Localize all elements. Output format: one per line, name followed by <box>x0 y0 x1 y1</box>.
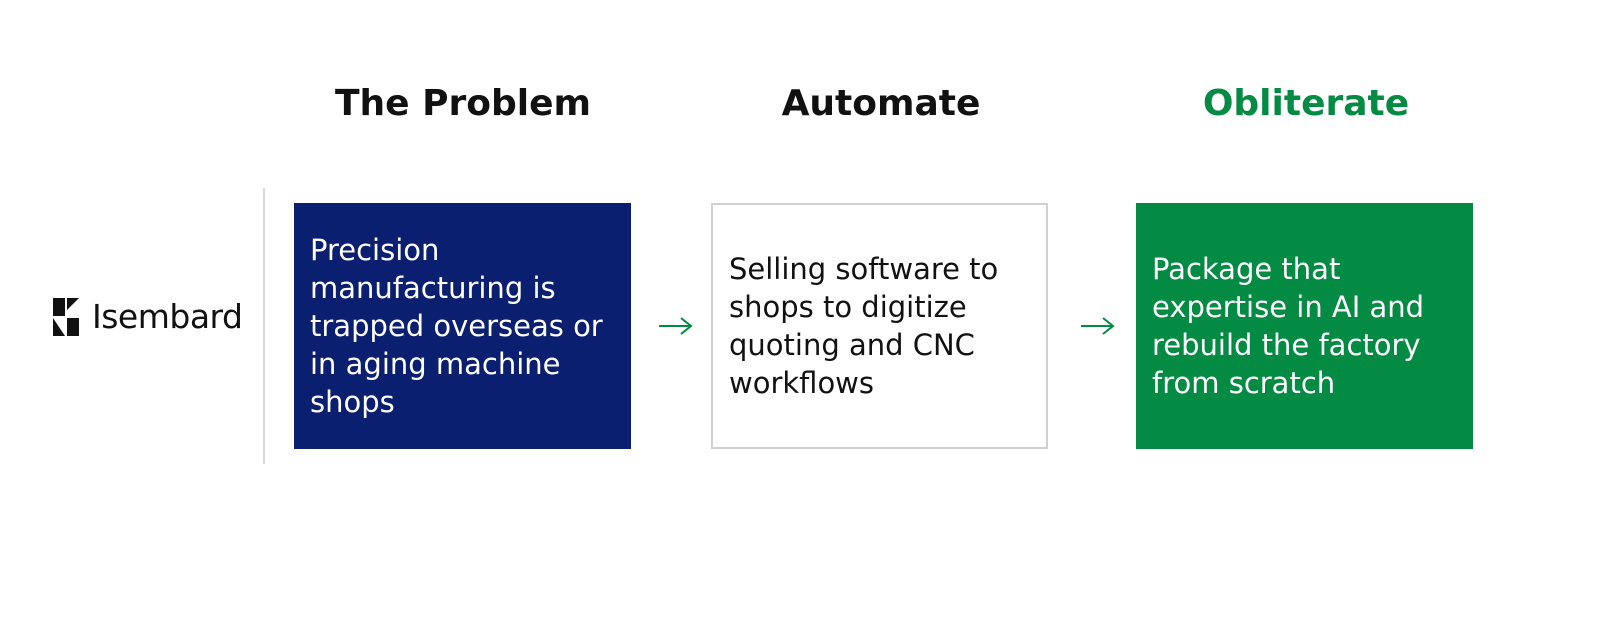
step-title-problem: The Problem <box>334 83 592 124</box>
logo-wordmark: Isembard <box>92 297 243 336</box>
step-text-problem: Precision manufacturing is trapped overs… <box>310 233 603 419</box>
step-text-obliterate: Package that expertise in AI and rebuild… <box>1152 252 1425 400</box>
isembard-logo: Isembard <box>53 297 243 337</box>
isembard-logo-mark-icon <box>53 298 79 336</box>
step-title-automate: Automate <box>781 83 981 124</box>
arrow-right-icon <box>1081 317 1115 335</box>
vertical-divider <box>263 188 265 464</box>
step-box-automate: Selling software to shops to digitize qu… <box>711 203 1048 449</box>
step-title-obliterate: Obliterate <box>1202 83 1410 124</box>
step-box-obliterate: Package that expertise in AI and rebuild… <box>1136 203 1473 449</box>
step-box-problem: Precision manufacturing is trapped overs… <box>294 203 631 449</box>
arrow-right-icon <box>659 317 693 335</box>
step-text-automate: Selling software to shops to digitize qu… <box>729 252 999 400</box>
